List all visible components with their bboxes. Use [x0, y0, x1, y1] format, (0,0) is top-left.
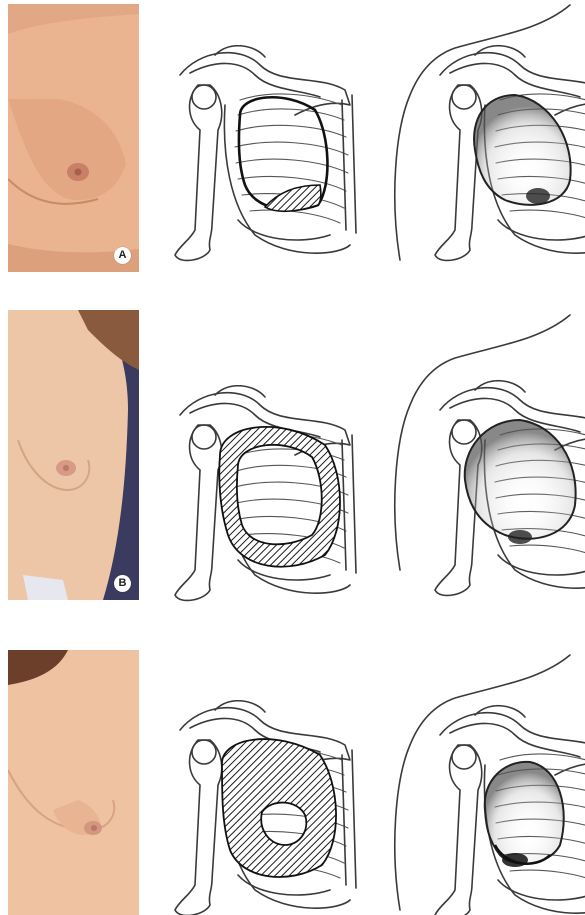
photo-row-c [8, 650, 139, 915]
torso-photo-c [8, 650, 139, 915]
skeleton-drawing-b [160, 385, 360, 625]
label-badge-a: A [114, 247, 131, 264]
hatched-ring-c [222, 739, 336, 877]
breast-drawing-a [390, 0, 585, 290]
torso-photo-a [8, 4, 139, 272]
breast-contour-b [465, 420, 576, 539]
breast-drawing-c [390, 650, 585, 915]
skeleton-drawing-a [160, 45, 360, 285]
skeleton-drawing-c [160, 700, 360, 915]
hatched-ring-b [219, 427, 340, 567]
label-badge-b: B [114, 575, 131, 592]
hatched-region-a [265, 185, 321, 211]
torso-photo-b [8, 310, 139, 600]
photo-row-a: A [8, 4, 139, 272]
breast-drawing-b [390, 310, 585, 625]
breast-contour-a [474, 95, 571, 205]
photo-row-b: B [8, 310, 139, 600]
